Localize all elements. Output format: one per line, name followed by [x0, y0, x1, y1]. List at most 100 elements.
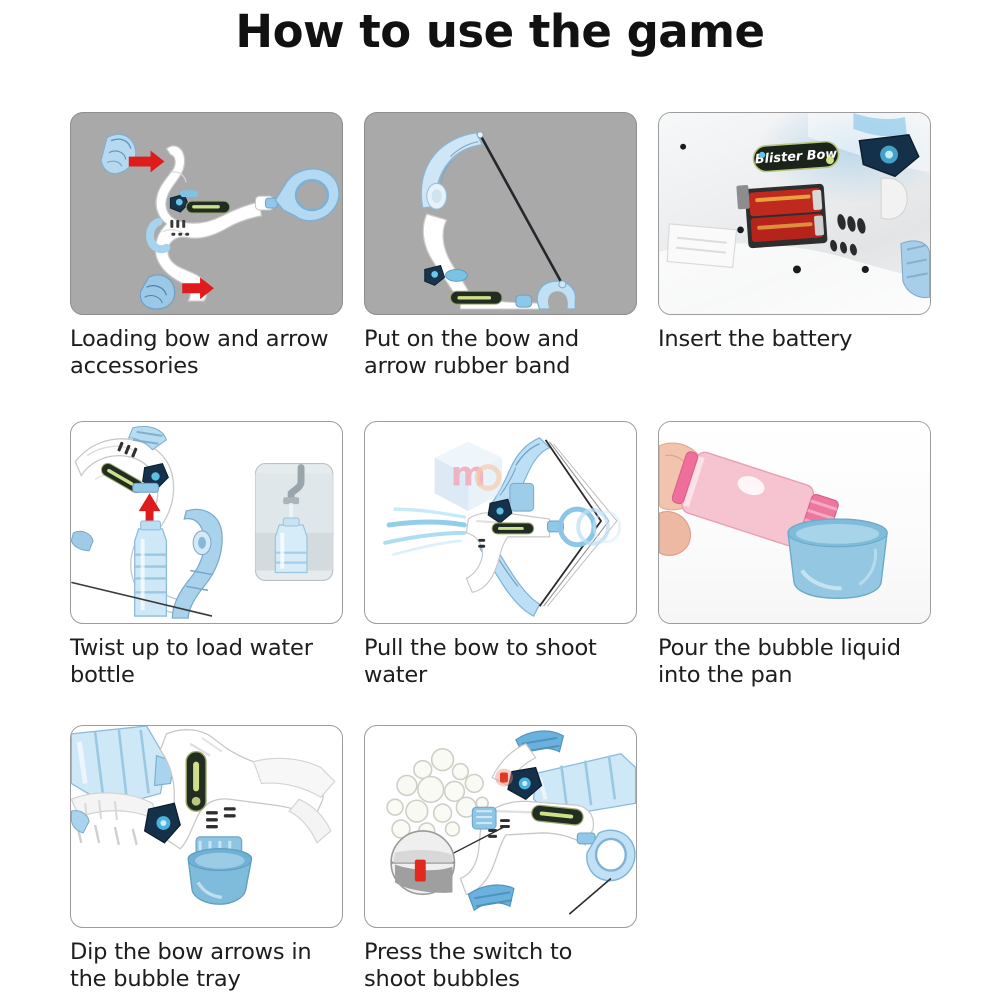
red-arrow-bottom: [182, 277, 214, 300]
blue-top-cap: [127, 425, 168, 451]
emblem-icon: [487, 498, 513, 524]
blue-slider: [180, 190, 199, 198]
brand-badge: [531, 804, 584, 826]
vent-lines: [488, 819, 510, 838]
step-card-1: Loading bow and arrow accessories: [70, 112, 343, 380]
brand-badge: [491, 522, 535, 535]
step-caption-3: Insert the battery: [658, 326, 853, 352]
table-edge-line: [71, 581, 213, 617]
bowgun-exploded-illustration: [100, 133, 340, 310]
step-image-5: m: [364, 421, 637, 624]
emblem-icon: [424, 264, 446, 286]
bow-rubber-band-illustration: [420, 131, 577, 310]
step-card-7: Dip the bow arrows in the bubble tray: [70, 725, 343, 993]
blue-grip: [146, 217, 171, 254]
step-card-4: Twist up to load water bottle: [70, 421, 343, 689]
blue-upper-limb: [100, 133, 137, 175]
vent-lines: [170, 219, 190, 236]
vent-lines: [117, 441, 138, 458]
step-card-5: m Pull the bow to shoot water: [364, 421, 637, 689]
step-image-1: [70, 112, 343, 315]
bubble-ring-wand: [515, 280, 577, 310]
step-image-6: [658, 421, 931, 624]
step-caption-8: Press the switch to shoot bubbles: [364, 939, 573, 992]
red-arrow-top: [128, 150, 165, 173]
step-card-6: Pour the bubble liquid into the pan: [658, 421, 931, 689]
steps-row-3: Dip the bow arrows in the bubble tray: [70, 725, 932, 993]
switch-red-button: [414, 859, 426, 882]
brand-badge: [450, 290, 503, 305]
callout-leader-line: [450, 826, 505, 856]
bottle-socket: [132, 482, 159, 493]
bubble-tray-assembly: [187, 836, 253, 905]
magnifier-callout: [390, 826, 505, 896]
blue-limb-right: [900, 240, 930, 299]
brand-badge: [185, 200, 231, 214]
blue-slider: [445, 268, 468, 282]
blue-lower-limb: [139, 274, 176, 310]
upper-bow-limb: [420, 132, 484, 210]
gun-white-body: [159, 729, 324, 850]
page-title: How to use the game: [235, 5, 765, 58]
blue-right-arm: [171, 508, 223, 619]
water-bottle: [134, 520, 168, 617]
blue-block: [471, 806, 497, 830]
red-switch-indicator: [495, 768, 513, 787]
inset-photo-bottle-at-tap: [254, 462, 334, 582]
emblem-icon: [507, 766, 543, 800]
bow-string: [568, 877, 612, 915]
blue-block: [509, 482, 535, 512]
load-water-bottle-illustration: [71, 425, 334, 619]
steps-grid: Loading bow and arrow accessories: [70, 112, 932, 993]
emblem-icon: [142, 463, 169, 490]
bubble-ring-wand: [547, 506, 622, 548]
step-image-3: Blister Bow: [658, 112, 931, 315]
emblem-icon: [858, 134, 920, 178]
step-card-2: Put on the bow and arrow rubber band: [364, 112, 637, 380]
bubble-ring-wand: [568, 829, 636, 915]
step-caption-4: Twist up to load water bottle: [70, 635, 313, 688]
bubble-ring-wand: [274, 168, 340, 222]
battery-cell-2: [750, 213, 824, 242]
step-caption-7: Dip the bow arrows in the bubble tray: [70, 939, 312, 992]
watermark-logo: m: [434, 441, 502, 512]
step-caption-1: Loading bow and arrow accessories: [70, 326, 329, 379]
battery-cell-1: [748, 188, 822, 217]
steps-row-1: Loading bow and arrow accessories: [70, 112, 932, 380]
blue-pan: [787, 518, 888, 599]
brand-badge: [185, 751, 207, 812]
emblem-icon: [143, 802, 181, 844]
shoot-bubbles-illustration: [386, 730, 636, 915]
side-vents: [830, 214, 866, 256]
step-caption-2: Put on the bow and arrow rubber band: [364, 326, 579, 379]
right-white-arm: [252, 757, 336, 844]
step-image-8: [364, 725, 637, 928]
water-stream: [383, 507, 467, 556]
svg-text:m: m: [451, 454, 486, 493]
blue-left-tip: [71, 530, 94, 552]
battery-compartment-illustration: Blister Bow: [659, 113, 930, 314]
battery-compartment: [736, 183, 828, 249]
step-caption-6: Pour the bubble liquid into the pan: [658, 635, 901, 688]
red-arrow-up: [138, 493, 161, 537]
vent-lines: [478, 538, 486, 548]
step-image-4: [70, 421, 343, 624]
water-bottle: [71, 726, 175, 808]
rubber-band-string: [479, 134, 564, 285]
dip-bubble-tray-illustration: [71, 726, 336, 905]
step-image-7: [70, 725, 343, 928]
step-card-3: Blister Bow: [658, 112, 931, 380]
pour-bubble-liquid-illustration: [659, 442, 888, 599]
left-white-arm: [71, 792, 160, 846]
vent-lines: [206, 807, 236, 829]
step-image-2: [364, 112, 637, 315]
lower-blue-limb: [467, 884, 515, 912]
step-caption-5: Pull the bow to shoot water: [364, 635, 597, 688]
blue-left-part: [71, 810, 90, 834]
steps-row-2: Twist up to load water bottle: [70, 421, 932, 689]
screw-dots: [680, 143, 869, 274]
step-card-8: Press the switch to shoot bubbles: [364, 725, 637, 993]
nozzle-assembly: [255, 195, 278, 211]
brand-badge: Blister Bow: [752, 140, 840, 173]
